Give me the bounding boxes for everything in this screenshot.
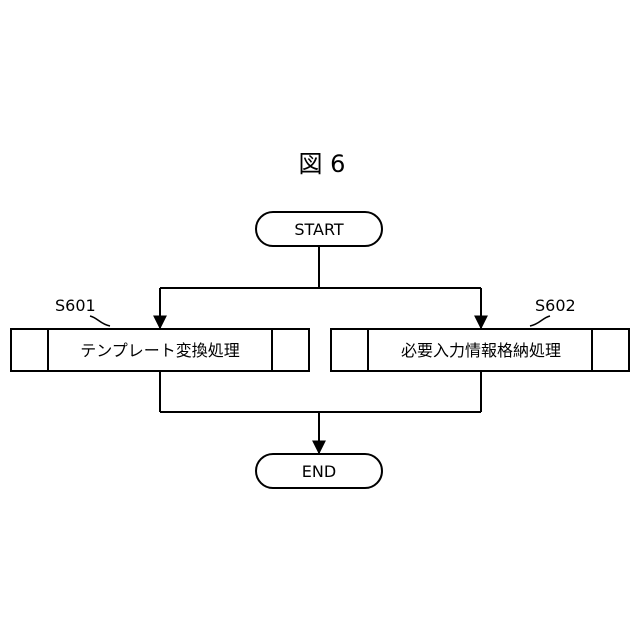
end-label: END (302, 462, 336, 481)
process-label-s601: テンプレート変換処理 (80, 341, 240, 360)
figure-title: 図 6 (299, 150, 346, 178)
step-leader-s602 (530, 316, 550, 326)
start-label: START (294, 220, 344, 239)
step-id-s602: S602 (535, 296, 576, 315)
step-leader-s601 (90, 316, 110, 326)
process-label-s602: 必要入力情報格納処理 (401, 341, 561, 360)
step-id-s601: S601 (55, 296, 96, 315)
